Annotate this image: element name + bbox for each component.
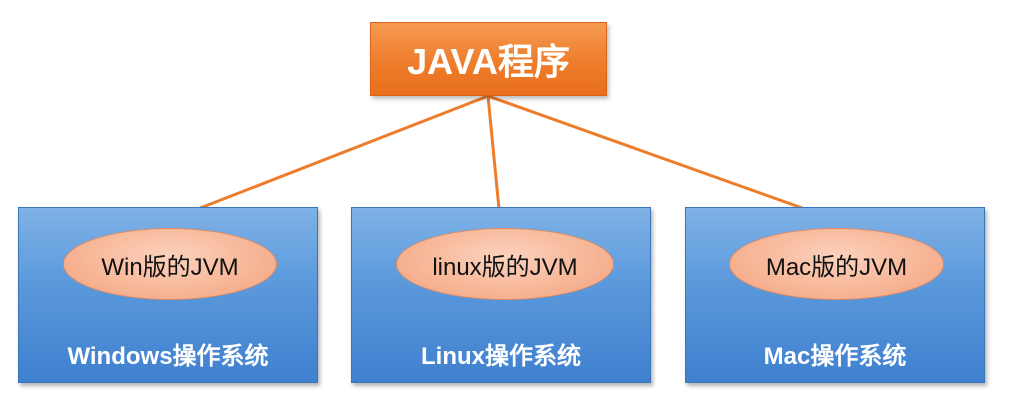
mac-os-label: Mac操作系统 [763, 343, 907, 370]
linux-jvm-label: linux版的JVM [432, 253, 578, 281]
java-program-label: JAVA程序 [407, 41, 570, 82]
mac-jvm-label: Mac版的JVM [765, 253, 908, 281]
linux-jvm-ellipse: linux版的JVM [396, 228, 614, 300]
windows-jvm-ellipse: Win版的JVM [63, 228, 277, 300]
windows-os-box: Win版的JVM Windows操作系统 [18, 207, 318, 383]
arrow-to-mac-jvm [487, 94, 835, 222]
linux-os-label: Linux操作系统 [421, 343, 581, 370]
windows-os-label: Windows操作系统 [67, 343, 269, 370]
java-program-box: JAVA程序 [370, 22, 607, 96]
windows-jvm-label: Win版的JVM [101, 253, 239, 281]
linux-os-box: linux版的JVM Linux操作系统 [351, 207, 651, 383]
arrow-to-linux-jvm [486, 95, 505, 221]
arrow-to-windows-jvm [170, 94, 489, 221]
mac-os-box: Mac版的JVM Mac操作系统 [685, 207, 985, 383]
mac-jvm-ellipse: Mac版的JVM [729, 228, 944, 300]
